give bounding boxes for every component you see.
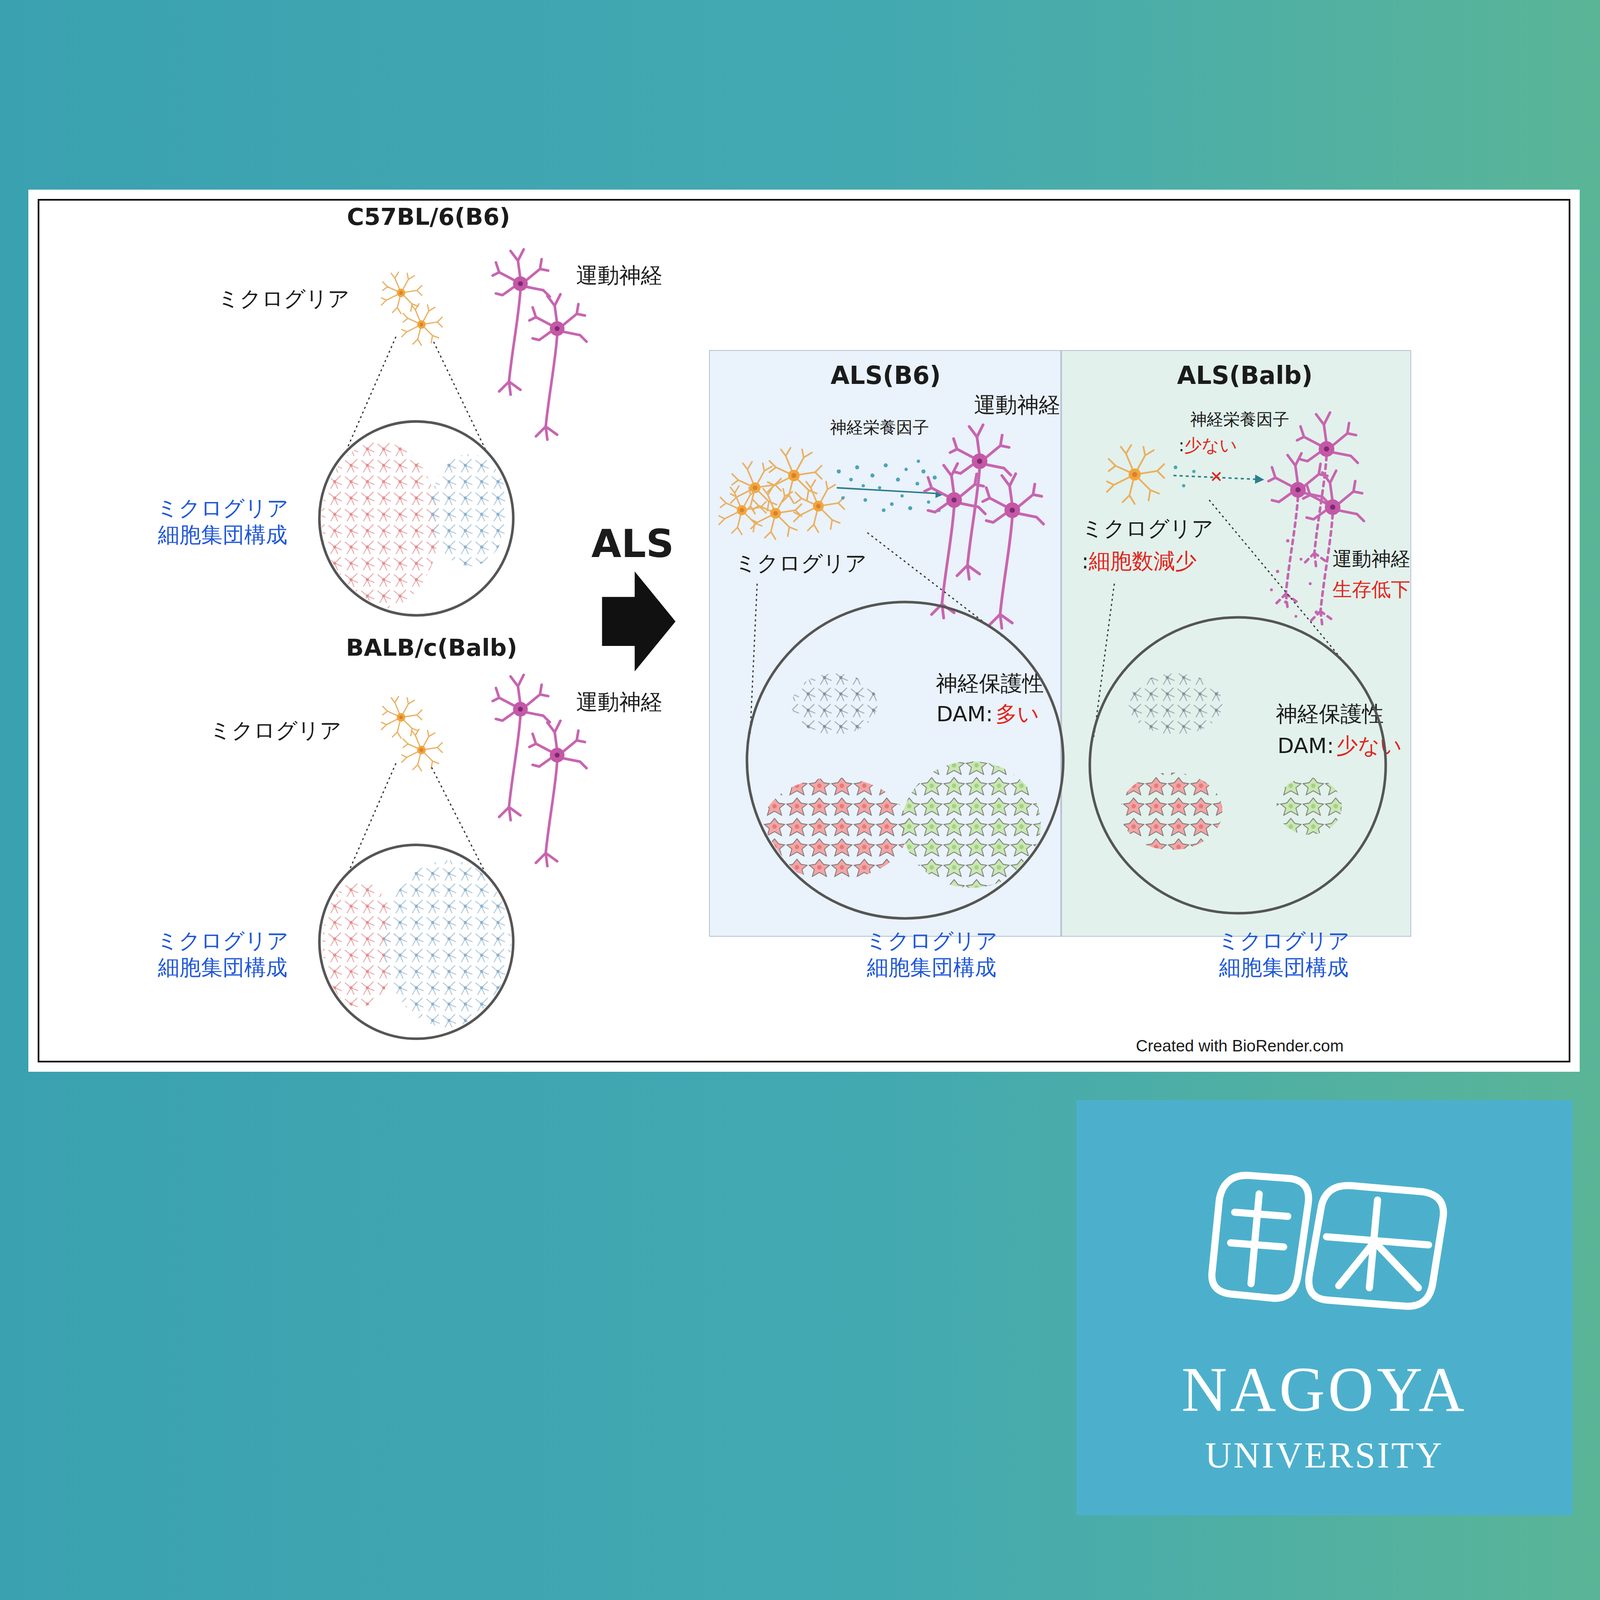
strain-heading-holder: BALB/c(Balb) bbox=[345, 633, 518, 663]
cell-value: 細胞数減少 bbox=[1088, 548, 1197, 574]
factor-label-holder: 神経栄養因子 bbox=[1190, 409, 1290, 430]
population-label: ミクログリア 細胞集団構成 bbox=[1217, 928, 1350, 980]
property-label: 神経保護性 bbox=[934, 671, 1046, 697]
property-value: DAM: bbox=[935, 701, 994, 727]
cell-label: 運動神経 bbox=[576, 689, 663, 715]
factor-value: 少ない bbox=[1184, 435, 1238, 456]
logo-wordmark: NAGOYA bbox=[1181, 1354, 1468, 1425]
property-value-holder: DAM:少ない bbox=[1276, 732, 1404, 760]
factor-value-holder: :少ない bbox=[1178, 435, 1238, 457]
property-value: 少ない bbox=[1335, 733, 1404, 759]
population-label-holder: ミクログリア 細胞集団構成 bbox=[1213, 927, 1355, 982]
property-label-holder: 神経保護性 bbox=[1274, 700, 1385, 728]
property-label-holder: 神経保護性 bbox=[934, 670, 1046, 698]
als-balb-panel: ALS(Balb)神経栄養因子:少ないミクログリア:細胞数減少運動神経生存低下神… bbox=[1061, 350, 1412, 937]
panel-heading: ALS(B6) bbox=[830, 361, 941, 390]
cell-value: 生存低下 bbox=[1332, 578, 1411, 602]
cell-label: 運動神経 bbox=[576, 262, 663, 288]
property-label: 神経保護性 bbox=[1274, 701, 1385, 727]
cell-label: ミクログリア bbox=[1081, 515, 1214, 541]
cell-value-holder: 生存低下 bbox=[1332, 577, 1411, 602]
strain-heading: BALB/c(Balb) bbox=[345, 634, 518, 662]
cell-label-holder: ミクログリア bbox=[1081, 515, 1214, 542]
cell-label-holder: 運動神経 bbox=[973, 391, 1061, 419]
cell-label: ミクログリア bbox=[217, 286, 350, 312]
property-value-holder: DAM:多い bbox=[935, 700, 1040, 728]
strain-heading-holder: C57BL/6(B6) bbox=[347, 202, 511, 232]
population-label: ミクログリア 細胞集団構成 bbox=[156, 495, 289, 548]
property-value: DAM: bbox=[1276, 733, 1336, 759]
cell-label-holder: ミクログリア bbox=[734, 549, 867, 577]
factor-label-holder: 神経栄養因子 bbox=[830, 417, 930, 438]
population-label-holder: ミクログリア 細胞集団構成 bbox=[151, 927, 293, 982]
population-label: ミクログリア 細胞集団構成 bbox=[865, 928, 998, 980]
figure-frame: ALS(B6)運動神経神経栄養因子ミクログリア神経保護性DAM:多いミクログリア… bbox=[37, 198, 1571, 1063]
arrow-label-holder: ALS bbox=[591, 519, 674, 569]
cell-label-holder: 運動神経 bbox=[576, 262, 663, 289]
cell-label: ミクログリア bbox=[209, 717, 342, 743]
cell-label: 運動神経 bbox=[973, 392, 1061, 418]
cell-label: 運動神経 bbox=[1332, 547, 1411, 571]
panel-heading-holder: ALS(B6) bbox=[830, 360, 941, 391]
cell-label-holder: 運動神経 bbox=[1332, 546, 1411, 572]
arrow-label: ALS bbox=[591, 521, 674, 567]
population-label-holder: ミクログリア 細胞集団構成 bbox=[151, 494, 293, 549]
credit-note-holder: Created with BioRender.com bbox=[1136, 1035, 1344, 1057]
property-value: 多い bbox=[994, 701, 1041, 727]
logo-wordmark: UNIVERSITY bbox=[1205, 1434, 1444, 1476]
population-label: ミクログリア 細胞集団構成 bbox=[156, 928, 289, 980]
cell-value: : bbox=[1081, 548, 1089, 574]
population-label-holder: ミクログリア 細胞集団構成 bbox=[860, 927, 1003, 982]
logo-wordmark-holder: NAGOYA bbox=[1181, 1350, 1468, 1430]
panel-heading-holder: ALS(Balb) bbox=[1177, 360, 1314, 391]
cell-label-holder: ミクログリア bbox=[209, 717, 342, 744]
factor-value: : bbox=[1178, 435, 1185, 456]
factor-label: 神経栄養因子 bbox=[830, 417, 930, 437]
cell-label-holder: 運動神経 bbox=[576, 688, 663, 716]
cell-label: ミクログリア bbox=[734, 550, 867, 576]
credit-note: Created with BioRender.com bbox=[1136, 1036, 1344, 1055]
logo-wordmark-holder: UNIVERSITY bbox=[1205, 1431, 1444, 1478]
cell-label-holder: ミクログリア bbox=[217, 285, 350, 313]
panel-heading: ALS(Balb) bbox=[1177, 361, 1314, 390]
cell-value-holder: :細胞数減少 bbox=[1081, 547, 1197, 575]
factor-label: 神経栄養因子 bbox=[1190, 409, 1290, 429]
strain-heading: C57BL/6(B6) bbox=[347, 203, 511, 231]
als-b6-panel: ALS(B6)運動神経神経栄養因子ミクログリア神経保護性DAM:多いミクログリア… bbox=[708, 350, 1062, 937]
university-logo-box: NAGOYA UNIVERSITY bbox=[1076, 1100, 1573, 1516]
